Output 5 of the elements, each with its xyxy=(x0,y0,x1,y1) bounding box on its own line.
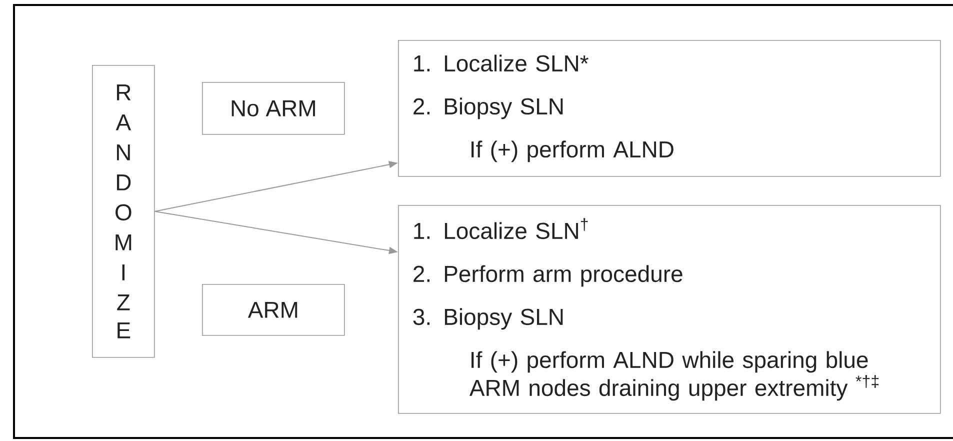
randomize-box: RANDOMIZE xyxy=(92,65,155,358)
step-box: 1. Localize SLN* 2. Biopsy SLN If (+) perform ALND xyxy=(398,40,941,177)
step-box: 1. Localize SLN$^{†}$ 2. Perform arm procedure 3. Biopsy SLN If (+) perform ALND while sparing blue ARM nodes draining upper extremity $^{*†‡}$ xyxy=(398,205,941,414)
group-box: No ARM xyxy=(202,82,345,135)
group-box: ARM xyxy=(202,284,345,336)
